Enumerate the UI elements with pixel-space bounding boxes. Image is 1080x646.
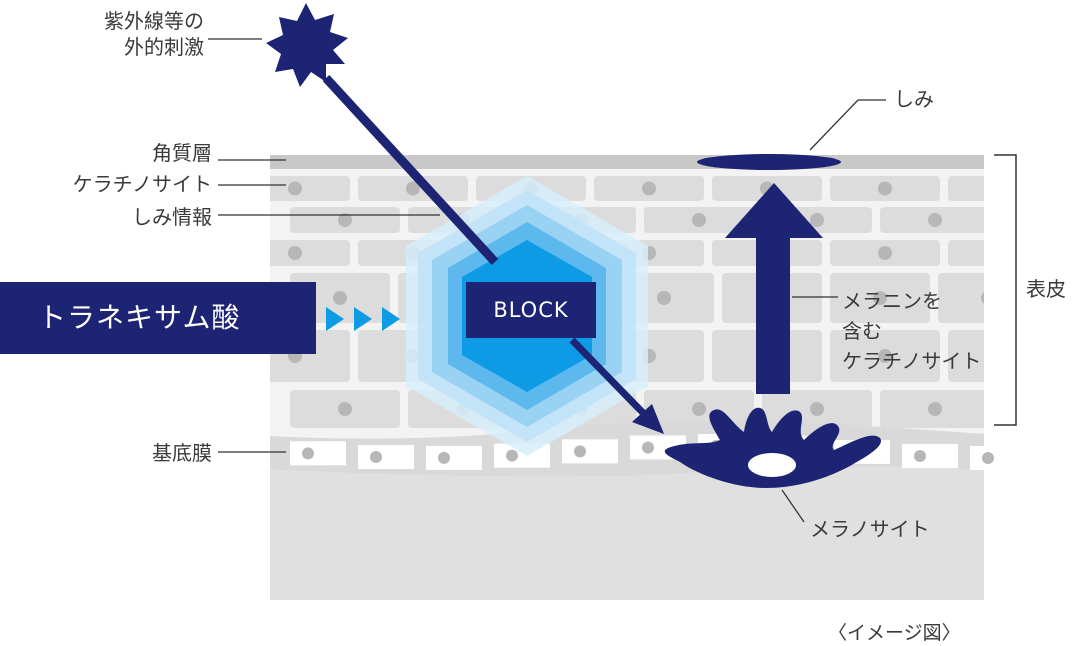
cell-nucleus [873, 291, 887, 305]
keratinocyte-cell [948, 176, 984, 201]
basal-nucleus [302, 447, 314, 460]
basal-cell [426, 445, 482, 470]
uv-starburst-icon [266, 3, 348, 87]
leader-lines [208, 38, 886, 523]
stratum-corneum-label: 角質層 [152, 141, 212, 165]
block-label: BLOCK [493, 298, 569, 322]
spot-mark [697, 154, 841, 170]
cell-nucleus [692, 402, 706, 416]
melanocyte-icon [664, 407, 882, 488]
chevron-1-icon [326, 307, 344, 331]
basal-cell [902, 444, 958, 469]
cell-nucleus [642, 181, 656, 196]
cell-nucleus [928, 213, 942, 227]
cell-nucleus [288, 246, 302, 260]
basal-nucleus [438, 451, 450, 464]
epidermis-label: 表皮 [1026, 277, 1066, 301]
stimulus-arrow-upper [322, 74, 499, 266]
basal-nucleus [642, 441, 654, 454]
cell-nucleus [810, 213, 824, 227]
cell-nucleus [981, 292, 984, 304]
dermis [270, 455, 984, 600]
cell-nucleus [996, 349, 1010, 363]
spot-label: しみ [894, 87, 934, 111]
block-box [466, 282, 596, 338]
keratinocyte-cell [948, 240, 984, 266]
keratinocyte-label: ケラチノサイト [72, 172, 212, 196]
stratum-corneum-band [270, 155, 984, 169]
basal-nucleus [982, 451, 994, 464]
chevron-2-icon [354, 307, 372, 331]
basement-membrane-label: 基底膜 [152, 441, 212, 465]
cell-nucleus [288, 181, 302, 196]
basal-nucleus [914, 450, 926, 463]
basal-nucleus [506, 449, 518, 462]
cell-nucleus [878, 246, 892, 260]
cell-nucleus [333, 291, 347, 305]
image-note: 〈イメージ図〉 [828, 622, 961, 644]
basal-cell [358, 444, 414, 469]
keratinocyte-cell [938, 273, 984, 323]
basal-nucleus [574, 445, 586, 458]
spot-info-label: しみ情報 [132, 205, 212, 229]
epidermis-bracket [994, 154, 1017, 426]
cell-nucleus [406, 181, 420, 196]
cell-nucleus [928, 402, 942, 416]
cell-nucleus [878, 349, 892, 363]
cell-nucleus [878, 181, 892, 196]
basal-nucleus [370, 450, 382, 463]
basal-cell [562, 439, 618, 464]
stimulus-label: 紫外線等の 外的刺激 [104, 9, 204, 59]
stimulus-arrow-lower [569, 337, 651, 421]
keratinocyte-cell [948, 330, 984, 382]
stimulus-arrowhead [632, 404, 664, 434]
keratinocyte-cell [270, 176, 350, 201]
chevron-3-icon [382, 307, 400, 331]
melanocyte-nucleus [748, 453, 796, 477]
keratinocyte-cell [270, 240, 350, 266]
cell-nucleus [657, 291, 671, 305]
cell-nucleus [338, 213, 352, 227]
melanocyte-label: メラノサイト [810, 517, 930, 541]
upward-arrow [725, 183, 823, 394]
cell-nucleus [996, 246, 1010, 260]
cell-nucleus [338, 402, 352, 416]
cell-nucleus [996, 182, 1010, 196]
melanin-keratinocyte-label: メラニンを 含む ケラチノサイト [842, 289, 982, 373]
basal-cell [290, 441, 346, 466]
tranexamic-acid-banner: トラネキサム酸 [0, 282, 316, 354]
cell-nucleus [810, 402, 824, 416]
cell-nucleus [692, 213, 706, 227]
basal-cell [970, 445, 1026, 470]
